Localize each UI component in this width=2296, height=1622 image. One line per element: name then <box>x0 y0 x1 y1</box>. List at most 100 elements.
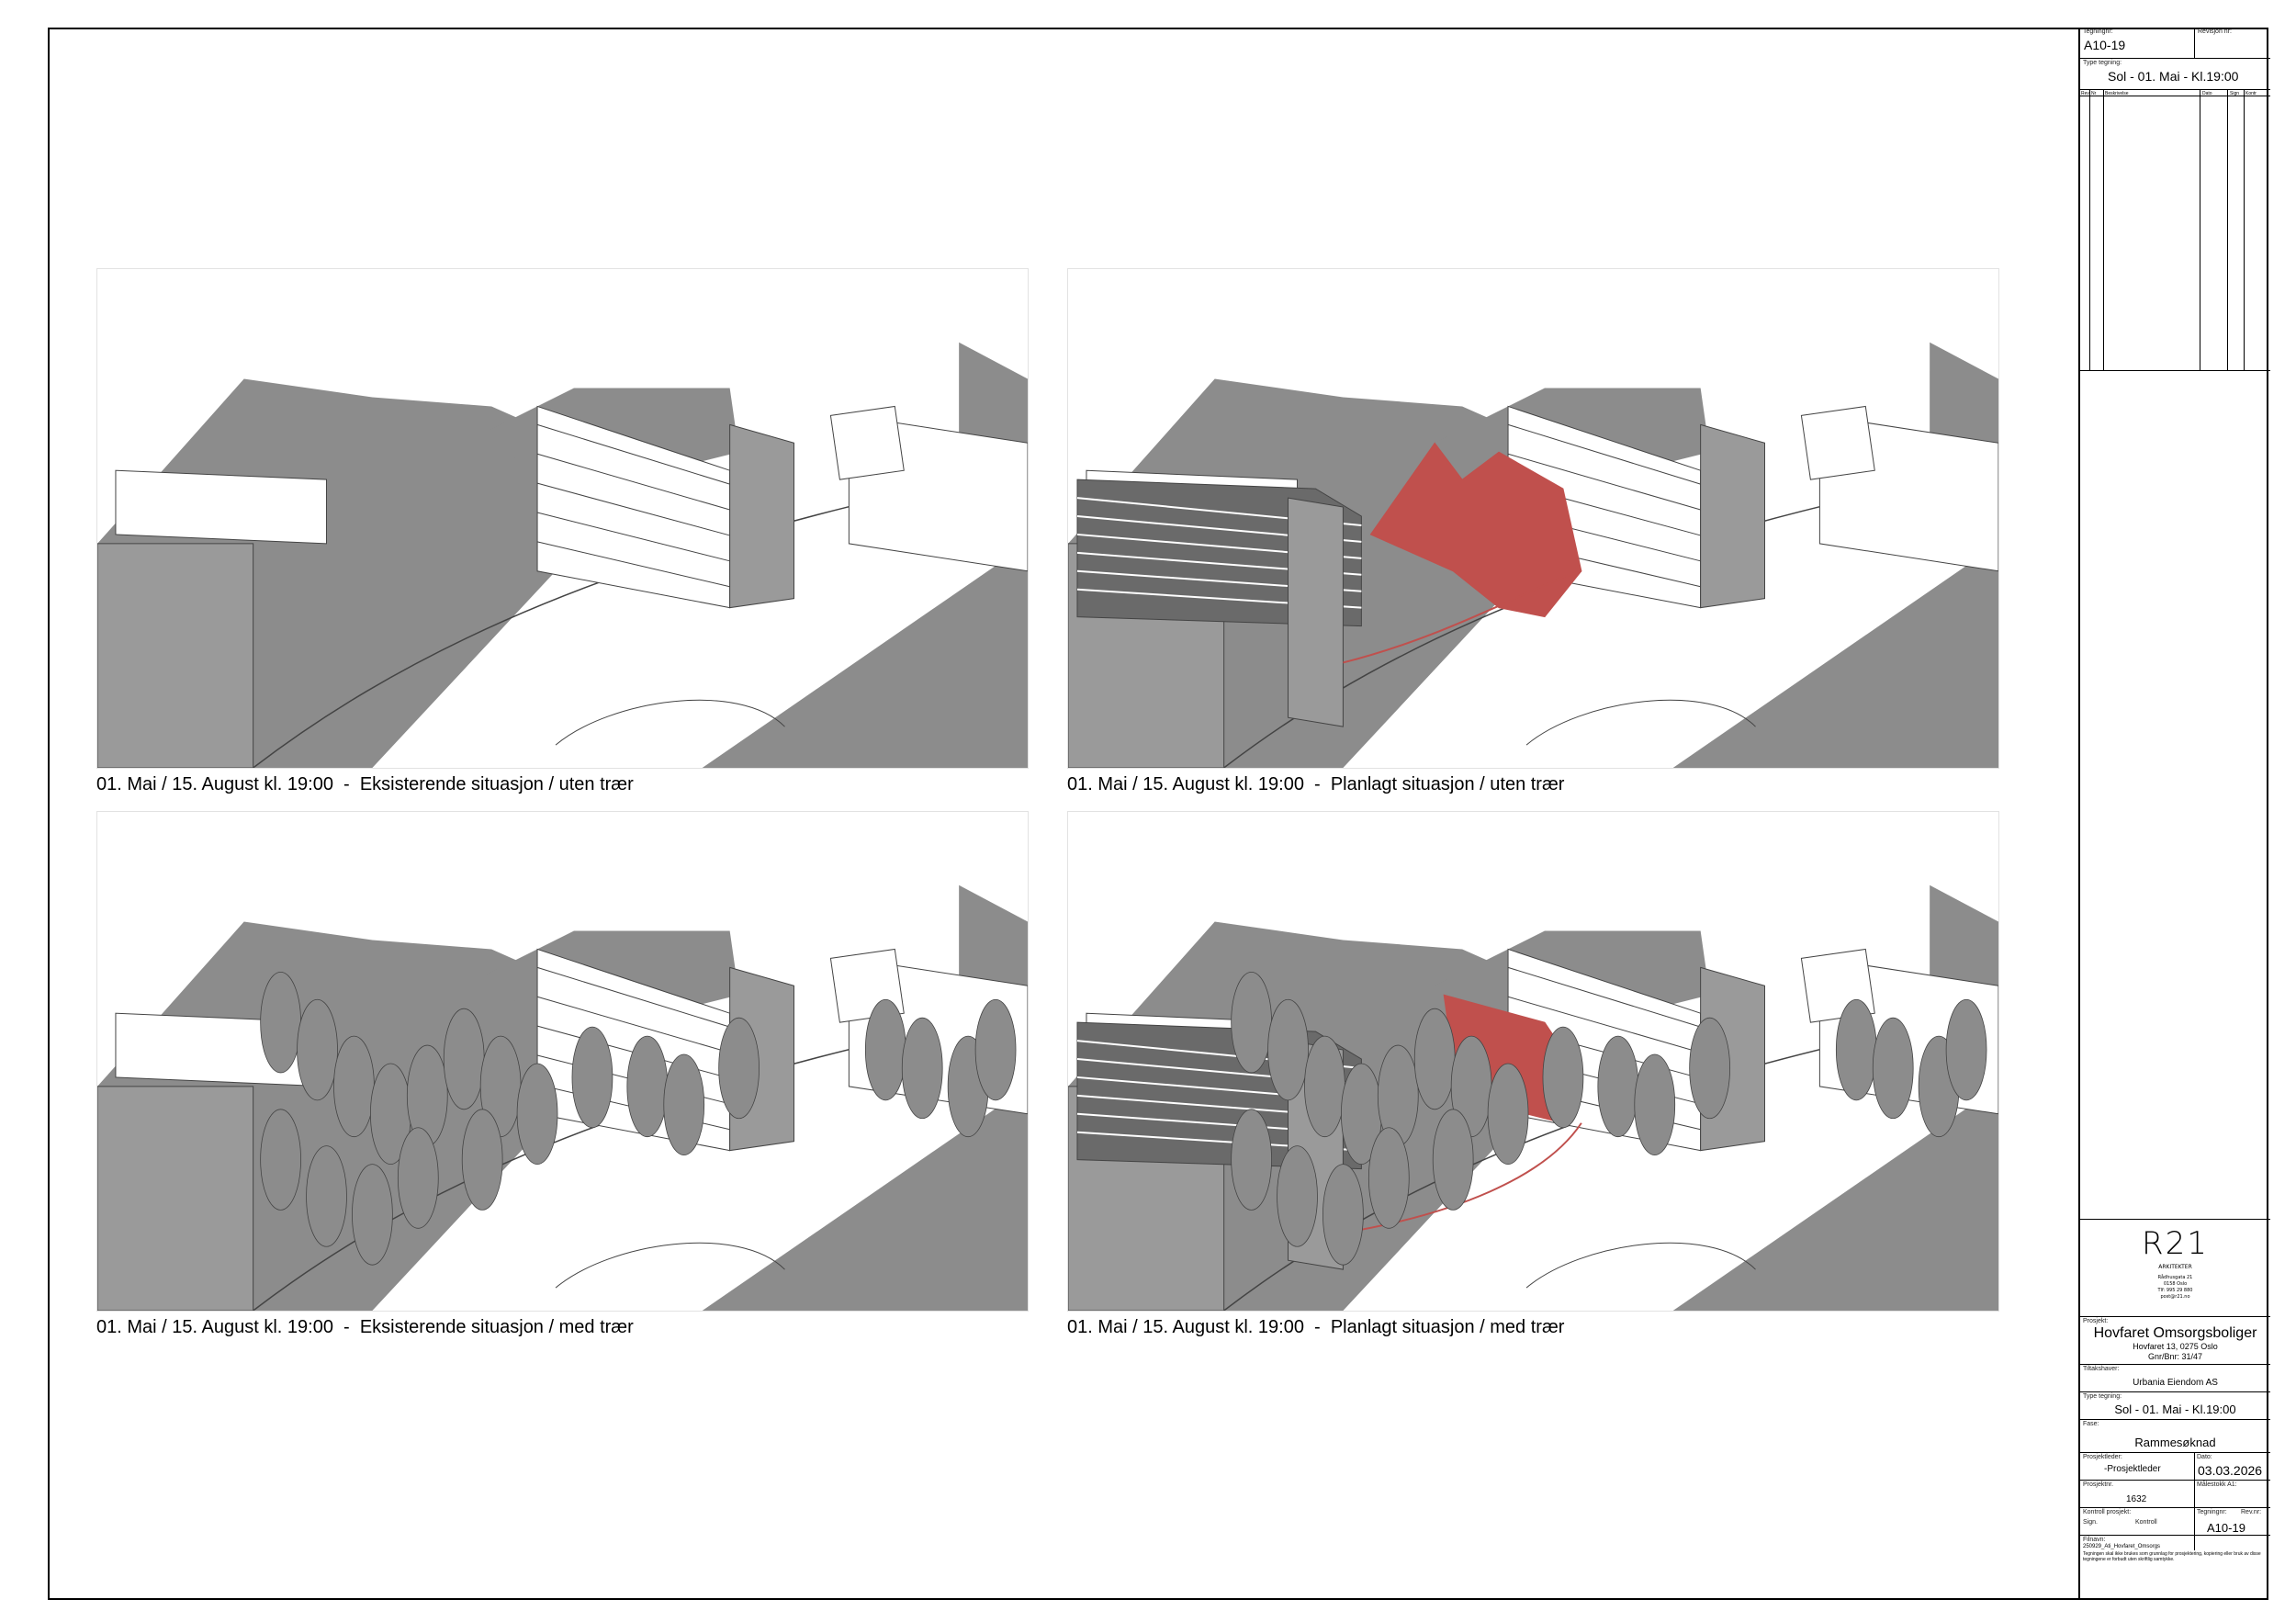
shadow-study-panel-3 <box>96 811 1029 1312</box>
tree-shadow <box>306 1145 347 1247</box>
filnavn-label: Filnavn: <box>2083 1537 2106 1543</box>
shadow-study-panel-2 <box>1067 268 1999 769</box>
terrace-line <box>536 996 730 1053</box>
address-line: Rådhusgata 21 <box>2157 1275 2193 1280</box>
proposed-tower <box>1288 497 1344 727</box>
prosjekt-gnr: Gnr/Bnr: 31/47 <box>2147 1352 2203 1361</box>
tree-shadow <box>663 1053 705 1156</box>
terrace-line <box>536 966 730 1028</box>
tree-shadow <box>901 1017 943 1120</box>
building-left-roof <box>115 469 328 545</box>
tree-shadow <box>1634 1053 1676 1156</box>
shadow-study-drawing <box>97 884 1028 1311</box>
tegningnr-label: Tegningnr: <box>2083 28 2113 35</box>
tree-shadow <box>333 1035 375 1138</box>
sheet-frame <box>48 28 2268 1600</box>
building-terraced-side <box>1700 423 1766 609</box>
rev-header-sign: Sign <box>2230 91 2240 96</box>
company-logo-block: R21 ARKITEKTER Rådhusgata 21 0158 Oslo T… <box>2080 1219 2270 1317</box>
panel-caption-1: 01. Mai / 15. August kl. 19:00 - Eksiste… <box>96 774 634 794</box>
path-line <box>1525 699 1756 746</box>
tb-prosjektleder-row: Prosjektleder: -Prosjektleder Dato: 03.0… <box>2080 1453 2270 1481</box>
tiltakshaver-value: Urbania Eiendom AS <box>2133 1378 2218 1388</box>
rev-header-rev: Rev <box>2081 91 2089 96</box>
revisjon-label: Revisjon nr: <box>2198 28 2232 35</box>
prosjektleder-value: -Prosjektleder <box>2104 1464 2161 1474</box>
terrace-line <box>536 423 730 485</box>
slope-shadow <box>1672 1086 1998 1311</box>
tegningnr2-label: Tegningnr: <box>2197 1509 2227 1515</box>
company-logo-sub: ARKITEKTER <box>2158 1264 2192 1270</box>
shadow-study-panel-4 <box>1067 811 1999 1312</box>
tree-shadow <box>1689 1017 1730 1120</box>
tb-filnavn-row: Filnavn: 250929_Ati_Hovfaret_Omsorgs Teg… <box>2080 1536 2270 1563</box>
panel-caption-2: 01. Mai / 15. August kl. 19:00 - Planlag… <box>1067 774 1565 794</box>
tb-type2-row: Type tegning: Sol - 01. Mai - Kl.19:00 <box>2080 1392 2270 1420</box>
tb-type-row: Type tegning: Sol - 01. Mai - Kl.19:00 <box>2080 59 2270 90</box>
tb-project-row: Prosjekt: Hovfaret Omsorgsboliger Hovfar… <box>2080 1317 2270 1365</box>
malestokk-label: Målestokk A1: <box>2197 1481 2237 1488</box>
address-line: 0158 Oslo <box>2163 1281 2188 1287</box>
tb-drawing-number-row: Tegningnr: A10-19 Revisjon nr: <box>2080 28 2270 59</box>
revision-table: Rev Nr Beskrivelse Dato Sign Kontr <box>2080 90 2270 371</box>
rev-header-beskrivelse: Beskrivelse <box>2105 91 2129 96</box>
prosjektleder-label: Prosjektleder: <box>2083 1454 2122 1460</box>
rev-header-nr: Nr <box>2091 91 2097 96</box>
tree-shadow <box>1542 1026 1584 1129</box>
type-value: Sol - 01. Mai - Kl.19:00 <box>2108 69 2239 84</box>
terrace-line <box>536 482 730 536</box>
rev-header-kontr: Kontr <box>2245 91 2257 96</box>
building-left <box>97 1086 254 1311</box>
tree-shadow <box>1231 971 1272 1074</box>
new-shadow-area <box>1369 442 1582 618</box>
fase-label: Fase: <box>2083 1421 2099 1427</box>
tree-shadow <box>516 1063 558 1165</box>
tree-shadow <box>461 1109 503 1211</box>
prosjekt-address: Hovfaret 13, 0275 Oslo <box>2133 1342 2218 1351</box>
terrace-line <box>536 453 730 511</box>
tree-shadow <box>1872 1017 1914 1120</box>
address-line: post@r21.no <box>2160 1294 2190 1300</box>
terrace-line <box>536 541 730 588</box>
tree-shadow <box>718 1017 760 1120</box>
new-shadow-edge <box>1343 569 1582 664</box>
tree-shadow <box>1835 998 1877 1101</box>
address-line: Tlf: 995 29 880 <box>2157 1288 2193 1293</box>
tree-shadow <box>1945 998 1987 1101</box>
terrace-line <box>1507 966 1701 1028</box>
tegningnr2-value: A10-19 <box>2207 1521 2245 1535</box>
fase-value: Rammesøknad <box>2134 1436 2216 1449</box>
shadow-study-drawing <box>97 342 1028 768</box>
slope-shadow <box>1672 543 1998 768</box>
tree-shadow <box>1231 1109 1272 1211</box>
panel-caption-3: 01. Mai / 15. August kl. 19:00 - Eksiste… <box>96 1317 634 1337</box>
revnr2-label: Rev.nr: <box>2241 1509 2262 1515</box>
building-terraced-side <box>729 423 795 609</box>
filnavn-value: 250929_Ati_Hovfaret_Omsorgs <box>2083 1544 2161 1549</box>
dato-value: 03.03.2026 <box>2198 1463 2263 1478</box>
tree-shadow <box>1487 1063 1529 1165</box>
disclaimer-text: Tegningen skal ikke brukes som grunnlag … <box>2083 1551 2261 1562</box>
tree-shadow <box>864 998 906 1101</box>
tree-shadow <box>297 998 338 1101</box>
tree-shadow <box>974 998 1017 1101</box>
type2-label: Type tegning: <box>2083 1393 2122 1400</box>
shadow-study-panel-1 <box>96 268 1029 769</box>
tree-shadow <box>1597 1035 1639 1138</box>
building-right-tower <box>829 405 905 480</box>
path-line <box>555 1242 785 1289</box>
tree-shadow <box>260 1109 301 1211</box>
terrace-line <box>1507 996 1701 1053</box>
tb-kontroll-row: Kontroll prosjekt: Sign. Kontroll Tegnin… <box>2080 1508 2270 1536</box>
terrace-line <box>536 512 730 562</box>
terrace-line <box>1507 453 1701 511</box>
tiltakshaver-label: Tiltakshaver: <box>2083 1366 2120 1372</box>
prosjekt-label: Prosjekt: <box>2083 1318 2109 1324</box>
path-line <box>555 699 785 746</box>
tree-shadow <box>260 971 301 1074</box>
tree-shadow <box>1367 1127 1410 1229</box>
panel-caption-4: 01. Mai / 15. August kl. 19:00 - Planlag… <box>1067 1317 1565 1337</box>
title-block: Tegningnr: A10-19 Revisjon nr: Type tegn… <box>2078 28 2270 1600</box>
tree-shadow <box>352 1164 393 1266</box>
tb-prosjektnr-row: Prosjektnr. 1632 Målestokk A1: <box>2080 1481 2270 1508</box>
